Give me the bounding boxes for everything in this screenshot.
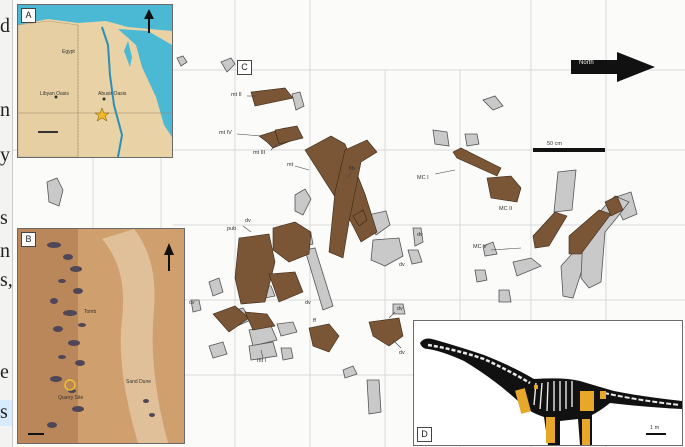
side-text-fragment: n xyxy=(0,100,10,120)
panel-d-letter: D xyxy=(417,427,432,442)
side-text-fragment: s, xyxy=(0,270,13,290)
north-label: North xyxy=(579,60,594,66)
map-label-site: Quarry Site xyxy=(58,395,83,401)
bone-label: ff xyxy=(313,318,316,324)
panel-a-letter: A xyxy=(21,8,36,23)
side-text-fragment: n xyxy=(0,241,10,261)
side-text-fragment: s xyxy=(0,208,8,228)
bone-fossils xyxy=(213,88,623,352)
bone-label: mt xyxy=(287,162,293,168)
panel-b-satellite: B Tomb Sand Dune Quarry Site xyxy=(17,228,185,444)
map-label-field: Sand Dune xyxy=(126,379,151,385)
panel-c-letter: C xyxy=(237,60,252,75)
bone-label: dv xyxy=(399,262,405,268)
bone-label: MC I xyxy=(417,175,429,181)
map-label-city: Libyan Oasis xyxy=(40,91,69,97)
side-text-fragment: e xyxy=(0,362,9,382)
bone-label: pub xyxy=(227,226,236,232)
bone-label: dv xyxy=(397,306,403,312)
bone-label: mt IV xyxy=(219,130,232,136)
bone-label: dv xyxy=(417,232,423,238)
bone-label: dv xyxy=(245,218,251,224)
quarry-star-icon xyxy=(95,108,109,121)
north-arrow xyxy=(571,52,655,82)
bone-label: fib xyxy=(349,166,355,172)
panel-d-skeleton: D 1 m xyxy=(413,320,683,446)
bone-label: mt II xyxy=(231,92,242,98)
bone-label: dv xyxy=(399,350,405,356)
side-text-fragment: y xyxy=(0,145,10,165)
bone-label: MC V xyxy=(473,244,487,250)
map-label-city: Abusir Oasis xyxy=(98,91,126,97)
quarry-map-figure: C North 50 cm mt II mt IV mt III mt fib … xyxy=(12,0,685,447)
scale-label: 50 cm xyxy=(547,141,562,147)
bone-label: dv xyxy=(305,300,311,306)
panel-a-map: A Egypt Libyan Oasis Abusir Oasis xyxy=(17,4,173,158)
bone-label: MC II xyxy=(499,206,512,212)
scale-label: 1 m xyxy=(650,425,659,431)
bone-label: cv xyxy=(189,300,195,306)
scale-bar xyxy=(533,148,605,152)
side-text-fragment: d xyxy=(0,16,10,36)
map-label-country: Egypt xyxy=(62,49,75,55)
bone-label: mt I xyxy=(257,358,266,364)
panel-b-letter: B xyxy=(21,232,36,247)
bone-label: mt III xyxy=(253,150,265,156)
side-text-fragment: s xyxy=(0,402,8,422)
map-label-field: Tomb xyxy=(84,309,96,315)
